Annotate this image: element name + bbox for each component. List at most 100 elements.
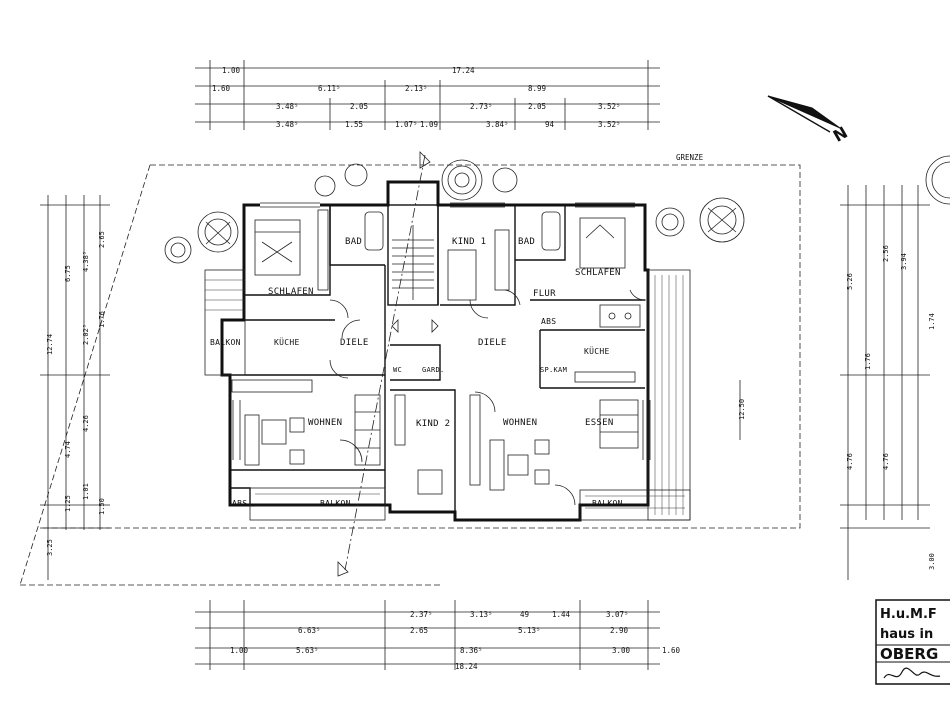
dim-label: 94 xyxy=(545,120,555,129)
trees xyxy=(164,159,745,264)
top-dimensions: 1.00 17.24 1.60 6.11⁵ 2.13⁵ 8.99 3.48⁵ 2… xyxy=(195,60,660,130)
room-label: KIND 2 xyxy=(416,419,450,429)
room-labels: SCHLAFEN BAD KIND 1 BAD SCHLAFEN BALKON … xyxy=(210,237,623,508)
dim-label: 4.74 xyxy=(64,441,72,458)
room-label: KÜCHE xyxy=(274,337,300,347)
dim-label: 12.74 xyxy=(46,334,54,355)
tree-icon xyxy=(699,197,745,243)
title-line-3: OBERG xyxy=(880,645,938,663)
grenze-label: GRENZE xyxy=(676,153,704,162)
dim-label: 4.26 xyxy=(82,415,90,432)
left-dimensions: 12.74 3.25 6.75 4.74 1.25 4.38⁵ 2.65 2.0… xyxy=(40,195,110,580)
dim-label: 1.01 xyxy=(82,483,90,500)
dim-label: 3.48⁵ xyxy=(276,102,299,111)
tree-icon xyxy=(492,167,518,193)
dim-label: 5.63⁵ xyxy=(296,646,319,655)
staircase xyxy=(392,225,434,300)
dim-label: 3.84⁵ xyxy=(486,120,509,129)
section-axis xyxy=(337,151,439,577)
dim-label: 3.25 xyxy=(46,539,54,556)
dim-label: 2.65 xyxy=(410,626,428,635)
dim-label: 1.60 xyxy=(212,84,231,93)
title-block: H.u.M.F haus in OBERG xyxy=(875,599,950,685)
dim-label: 2.73⁵ xyxy=(470,102,493,111)
stamp-icon xyxy=(925,155,950,205)
dim-label: 1.00 xyxy=(230,646,249,655)
tree-icon xyxy=(164,236,192,264)
room-label: WOHNEN xyxy=(308,418,342,428)
room-label: ABS xyxy=(232,499,247,508)
dim-label: 12.50 xyxy=(738,399,746,420)
dim-label: 2.05 xyxy=(350,102,368,111)
dim-label: 4.76 xyxy=(882,453,890,470)
room-label: ESSEN xyxy=(585,418,614,428)
dim-label: 6.75 xyxy=(64,265,72,282)
dim-label: 8.99 xyxy=(528,84,546,93)
room-label: GARD. xyxy=(422,366,445,374)
dim-label: 1.09 xyxy=(420,120,438,129)
room-label: SCHLAFEN xyxy=(575,268,621,278)
dim-label: 2.05 xyxy=(528,102,546,111)
dim-label: 2.02⁵ xyxy=(82,324,90,345)
room-label: WC xyxy=(393,366,402,374)
dim-label: 8.36⁵ xyxy=(460,646,483,655)
room-label: BALKON xyxy=(592,499,623,508)
tree-icon xyxy=(655,207,685,237)
dim-label: 2.37⁵ xyxy=(410,610,433,619)
dim-label: 3.07⁵ xyxy=(606,610,629,619)
tree-icon xyxy=(197,211,239,253)
dim-label: 5.26 xyxy=(846,273,854,290)
dim-label: 6.11⁵ xyxy=(318,84,341,93)
dim-label: 3.00 xyxy=(928,553,936,570)
room-label: BALKON xyxy=(210,338,241,347)
dim-label: 1.76 xyxy=(864,353,872,370)
furniture xyxy=(231,209,647,506)
dim-label: 2.56 xyxy=(882,245,890,262)
room-label: FLUR xyxy=(533,289,556,299)
north-label: N xyxy=(830,123,851,146)
dim-label: 3.00 xyxy=(612,646,631,655)
room-label: SP.KAM xyxy=(540,366,567,374)
dim-label: 3.48⁵ xyxy=(276,120,299,129)
title-line-1: H.u.M.F xyxy=(880,607,937,622)
room-label: DIELE xyxy=(340,338,369,348)
room-label: DIELE xyxy=(478,338,507,348)
dim-label: 1.00 xyxy=(222,66,241,75)
room-label: ABS xyxy=(541,317,556,326)
dim-label: 4.38⁵ xyxy=(82,251,90,272)
dim-label: 2.13⁵ xyxy=(405,84,428,93)
dim-label: 17.24 xyxy=(452,66,475,75)
dim-label: 1.74 xyxy=(928,313,936,330)
dim-label: 2.65 xyxy=(98,231,106,248)
room-label: SCHLAFEN xyxy=(268,287,314,297)
dim-label: 6.63⁵ xyxy=(298,626,321,635)
room-label: WOHNEN xyxy=(503,418,537,428)
room-label: BALKON xyxy=(320,499,351,508)
dim-label: 5.13⁵ xyxy=(518,626,541,635)
dim-label: 1.55 xyxy=(345,120,363,129)
dim-label: 18.24 xyxy=(455,662,478,671)
room-label: BAD xyxy=(518,237,535,247)
dim-label: 1.50 xyxy=(98,498,106,515)
dim-label: 2.90 xyxy=(610,626,629,635)
signature-icon xyxy=(883,667,941,679)
dim-label: 3.94 xyxy=(900,253,908,270)
balconies xyxy=(204,269,691,521)
tree-icon xyxy=(314,163,368,197)
tree-icon xyxy=(441,159,483,201)
bottom-dimensions: 2.37⁵ 3.13⁵ 49 1.44 3.07⁵ 6.63⁵ 2.65 5.1… xyxy=(195,600,681,671)
dim-label: 4.76 xyxy=(846,453,854,470)
dim-label: 3.52⁵ xyxy=(598,120,621,129)
room-label: KIND 1 xyxy=(452,237,486,247)
dim-label: 49 xyxy=(520,610,529,619)
dim-label: 1.60 xyxy=(662,646,681,655)
room-label: KÜCHE xyxy=(584,346,610,356)
room-label: BAD xyxy=(345,237,362,247)
north-arrow-icon: N xyxy=(767,95,851,146)
dim-label: 3.13⁵ xyxy=(470,610,493,619)
dim-label: 3.52⁵ xyxy=(598,102,621,111)
dim-label: 1.07⁵ xyxy=(395,120,418,129)
title-line-2: haus in xyxy=(880,627,933,642)
dim-label: 1.44 xyxy=(552,610,571,619)
